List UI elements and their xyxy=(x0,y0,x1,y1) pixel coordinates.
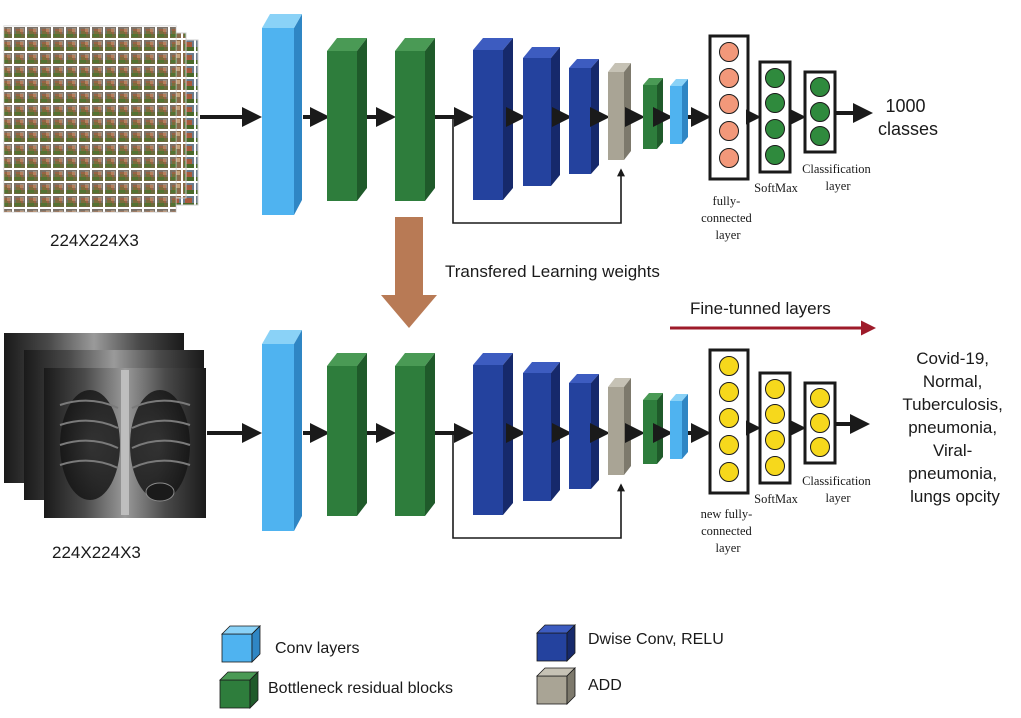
top-conv-layer-block xyxy=(262,14,302,215)
bottom-bottleneck-block-1 xyxy=(327,353,367,516)
bottom-classification-layer xyxy=(803,381,837,465)
transfer-learning-label: Transfered Learning weights xyxy=(445,262,660,281)
bottom-small-conv-block xyxy=(670,394,688,459)
xray-image-stack xyxy=(4,333,206,518)
legend-dwise-swatch xyxy=(536,624,576,662)
top-bottleneck-block-2 xyxy=(395,38,435,201)
bottom-input-size-label: 224X224X3 xyxy=(52,543,141,562)
bottom-fc-label: new fully- connected layer xyxy=(701,507,756,555)
bottom-classification-label: Classification layer xyxy=(802,474,874,505)
top-classification-label: Classification layer xyxy=(802,162,874,193)
bottom-dwise-block-3 xyxy=(569,374,599,489)
legend: Conv layers Bottleneck residual blocks D… xyxy=(219,624,724,709)
finetune-label: Fine-tunned layers xyxy=(690,299,831,318)
legend-bottleneck-swatch xyxy=(219,671,259,709)
bottom-output-label: Covid-19, Normal, Tuberculosis, pneumoni… xyxy=(902,349,1007,506)
top-add-block xyxy=(608,63,631,160)
bottom-bottleneck-block-2 xyxy=(395,353,435,516)
bottom-softmax-layer xyxy=(758,371,792,485)
top-fc-label: fully- connected layer xyxy=(701,194,755,242)
legend-add-swatch xyxy=(536,667,576,705)
bottom-add-block xyxy=(608,378,631,475)
bottom-dwise-block-1 xyxy=(473,353,513,515)
legend-add-label: ADD xyxy=(588,677,622,694)
bottom-small-bottleneck-block xyxy=(643,393,663,464)
bottom-fc-layer xyxy=(708,348,750,495)
top-input-size-label: 224X224X3 xyxy=(50,231,139,250)
legend-conv-swatch xyxy=(221,625,261,663)
legend-conv-label: Conv layers xyxy=(275,640,359,657)
top-small-conv-block xyxy=(670,79,688,144)
top-dwise-block-1 xyxy=(473,38,513,200)
legend-bottleneck-label: Bottleneck residual blocks xyxy=(268,680,453,697)
imagenet-image-stack xyxy=(3,25,199,213)
legend-dwise-label: Dwise Conv, RELU xyxy=(588,631,724,648)
bottom-skip-connection xyxy=(452,433,625,539)
bottom-dwise-block-2 xyxy=(523,362,560,501)
top-bottleneck-block-1 xyxy=(327,38,367,201)
top-small-bottleneck-block xyxy=(643,78,663,149)
top-classification-layer xyxy=(803,70,837,154)
transfer-learning-arrow xyxy=(381,217,437,328)
top-output-label: 1000 classes xyxy=(878,96,938,139)
top-skip-connection xyxy=(452,117,625,224)
top-softmax-label: SoftMax xyxy=(754,181,799,195)
top-dwise-block-3 xyxy=(569,59,599,174)
top-fc-layer xyxy=(708,34,750,181)
bottom-softmax-label: SoftMax xyxy=(754,492,799,506)
bottom-conv-layer-block xyxy=(262,330,302,531)
top-softmax-layer xyxy=(758,60,792,174)
top-dwise-block-2 xyxy=(523,47,560,186)
